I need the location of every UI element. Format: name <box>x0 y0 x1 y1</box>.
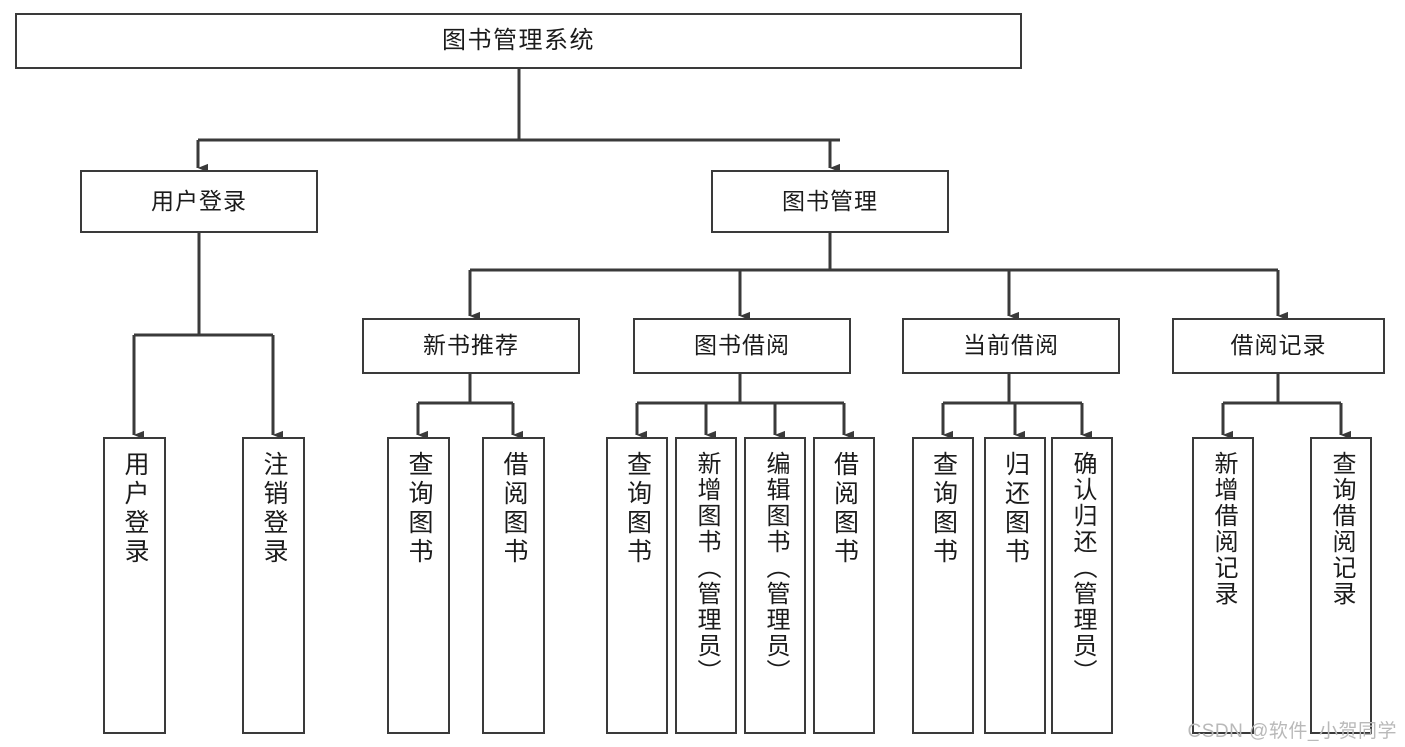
node-user-login-label: 用户登录 <box>151 187 247 214</box>
node-user-login[interactable]: 用户登录 <box>80 170 318 233</box>
node-leaf-confirm-return[interactable]: 确认归还（管理员） <box>1051 437 1113 734</box>
node-book-manage-label: 图书管理 <box>782 187 878 214</box>
node-book-manage[interactable]: 图书管理 <box>711 170 949 233</box>
node-leaf-add-book[interactable]: 新增图书（管理员） <box>675 437 737 734</box>
node-leaf-query-record-label: 查询借阅记录 <box>1328 451 1355 607</box>
node-leaf-user-logout-label: 注销登录 <box>260 451 288 567</box>
node-leaf-borrow-book-1[interactable]: 借阅图书 <box>482 437 545 734</box>
node-borrow-record[interactable]: 借阅记录 <box>1172 318 1385 374</box>
node-leaf-user-login[interactable]: 用户登录 <box>103 437 166 734</box>
node-current-borrow-label: 当前借阅 <box>963 332 1059 359</box>
node-root-label: 图书管理系统 <box>442 26 595 54</box>
node-leaf-query-book-2[interactable]: 查询图书 <box>606 437 668 734</box>
node-book-borrow-label: 图书借阅 <box>694 332 790 359</box>
node-new-book-recommend-label: 新书推荐 <box>423 332 519 359</box>
node-leaf-query-book-1-label: 查询图书 <box>405 451 433 567</box>
node-leaf-borrow-book-1-label: 借阅图书 <box>500 451 528 567</box>
node-leaf-add-record[interactable]: 新增借阅记录 <box>1192 437 1254 734</box>
node-leaf-query-book-3-label: 查询图书 <box>929 451 958 567</box>
node-leaf-query-book-3[interactable]: 查询图书 <box>912 437 974 734</box>
node-leaf-user-login-label: 用户登录 <box>121 451 149 567</box>
node-leaf-confirm-return-label: 确认归还（管理员） <box>1069 451 1096 685</box>
watermark: CSDN @软件_小贺同学 <box>1187 721 1397 742</box>
node-root[interactable]: 图书管理系统 <box>15 13 1022 69</box>
node-leaf-query-book-2-label: 查询图书 <box>623 451 652 567</box>
node-leaf-edit-book-label: 编辑图书（管理员） <box>762 451 789 685</box>
node-leaf-add-record-label: 新增借阅记录 <box>1210 451 1237 607</box>
node-book-borrow[interactable]: 图书借阅 <box>633 318 851 374</box>
node-current-borrow[interactable]: 当前借阅 <box>902 318 1120 374</box>
node-leaf-edit-book[interactable]: 编辑图书（管理员） <box>744 437 806 734</box>
node-leaf-borrow-book-2[interactable]: 借阅图书 <box>813 437 875 734</box>
node-leaf-query-record[interactable]: 查询借阅记录 <box>1310 437 1372 734</box>
node-borrow-record-label: 借阅记录 <box>1230 332 1327 359</box>
node-leaf-query-book-1[interactable]: 查询图书 <box>387 437 450 734</box>
node-leaf-return-book[interactable]: 归还图书 <box>984 437 1046 734</box>
node-leaf-borrow-book-2-label: 借阅图书 <box>830 451 859 567</box>
node-new-book-recommend[interactable]: 新书推荐 <box>362 318 580 374</box>
node-leaf-user-logout[interactable]: 注销登录 <box>242 437 305 734</box>
node-leaf-add-book-label: 新增图书（管理员） <box>693 451 720 685</box>
node-leaf-return-book-label: 归还图书 <box>1001 451 1030 567</box>
